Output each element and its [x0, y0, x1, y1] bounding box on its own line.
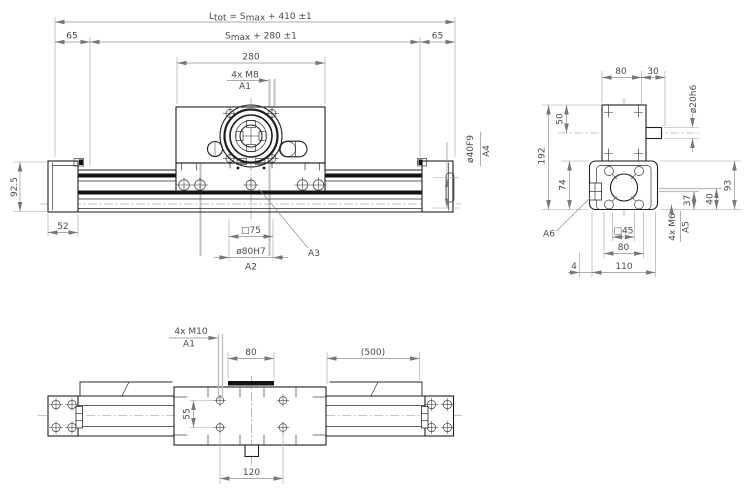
bottom-carriage	[173, 376, 327, 466]
front-carriage	[175, 104, 327, 193]
dim-92-5: 92.5	[10, 177, 20, 197]
m6-screws	[604, 166, 644, 210]
bottom-dimensions: 4x M10 A1 80 (500) 55 120	[169, 327, 420, 484]
apron-screws	[176, 177, 327, 193]
label-a5: A5	[682, 221, 692, 233]
a6-pocket	[589, 182, 602, 201]
dim-d20h6: ø20h6	[689, 85, 699, 114]
dim-smax-label: Smax + 280 ±1	[225, 32, 297, 44]
dim-65-left: 65	[66, 32, 77, 42]
dim-50: 50	[556, 113, 566, 125]
front-left-end-block	[47, 158, 84, 213]
dim-110: 110	[615, 262, 632, 272]
dim-500: (500)	[361, 348, 385, 358]
dim-280: 280	[242, 53, 259, 63]
bottom-right-end-block	[421, 395, 455, 437]
label-a1-front: A1	[239, 82, 251, 92]
label-a2: A2	[245, 263, 257, 273]
dim-4: 4	[571, 262, 577, 272]
label-a1-bottom: A1	[183, 340, 195, 350]
dim-d80h7: ø80H7	[236, 247, 265, 257]
slot-port	[278, 140, 308, 158]
bottom-tab	[244, 444, 260, 458]
dim-30: 30	[647, 67, 659, 77]
bearing	[219, 104, 283, 168]
side-view: 80 30 ø20h6 50 192 74 93	[538, 67, 741, 277]
label-4xm6: 4x M6	[668, 213, 678, 241]
dim-65-right: 65	[432, 32, 443, 42]
dim-ltot-label: Ltot = Smax + 410 ±1	[209, 12, 312, 24]
front-dimensions: Ltot = Smax + 410 ±1 Smax + 280 ±1 65 65…	[10, 12, 492, 273]
screw-bore	[609, 173, 639, 202]
side-motor-block	[601, 104, 663, 162]
dim-55: 55	[183, 408, 193, 419]
bottom-left-end-block	[47, 395, 83, 437]
rail-body-band	[78, 190, 422, 195]
m10-holes	[214, 394, 289, 434]
front-view: Ltot = Smax + 410 ±1 Smax + 280 ±1 65 65…	[10, 12, 492, 273]
dim-192: 192	[538, 147, 548, 164]
label-a6: A6	[543, 230, 555, 240]
label-4xm10: 4x M10	[174, 327, 207, 337]
drive-shaft	[645, 126, 663, 140]
sensor-bar	[228, 381, 274, 386]
dim-80-bottomview: 80	[245, 348, 257, 358]
cover-strips	[79, 381, 423, 397]
dim-37: 37	[683, 195, 693, 206]
dim-80-bottom: 80	[618, 243, 630, 253]
dim-52: 52	[57, 222, 68, 232]
bottom-view: 4x M10 A1 80 (500) 55 120	[38, 327, 462, 484]
dim-d40f9: ø40F9	[466, 135, 476, 163]
label-a3: A3	[308, 249, 320, 259]
dim-120: 120	[243, 468, 260, 478]
dim-80-top: 80	[615, 67, 627, 77]
label-4xm8: 4x M8	[231, 71, 259, 81]
m8-holes	[223, 106, 279, 166]
dim-40: 40	[706, 193, 716, 205]
dim-sq45: □45	[614, 227, 634, 237]
label-a4: A4	[482, 145, 492, 157]
front-right-end-block	[417, 158, 455, 213]
side-dimensions: 80 30 ø20h6 50 192 74 93	[538, 67, 741, 277]
dim-93: 93	[724, 180, 734, 191]
side-carriage-section	[588, 160, 659, 211]
dim-sq75: □75	[241, 226, 261, 236]
dim-74: 74	[559, 179, 569, 191]
